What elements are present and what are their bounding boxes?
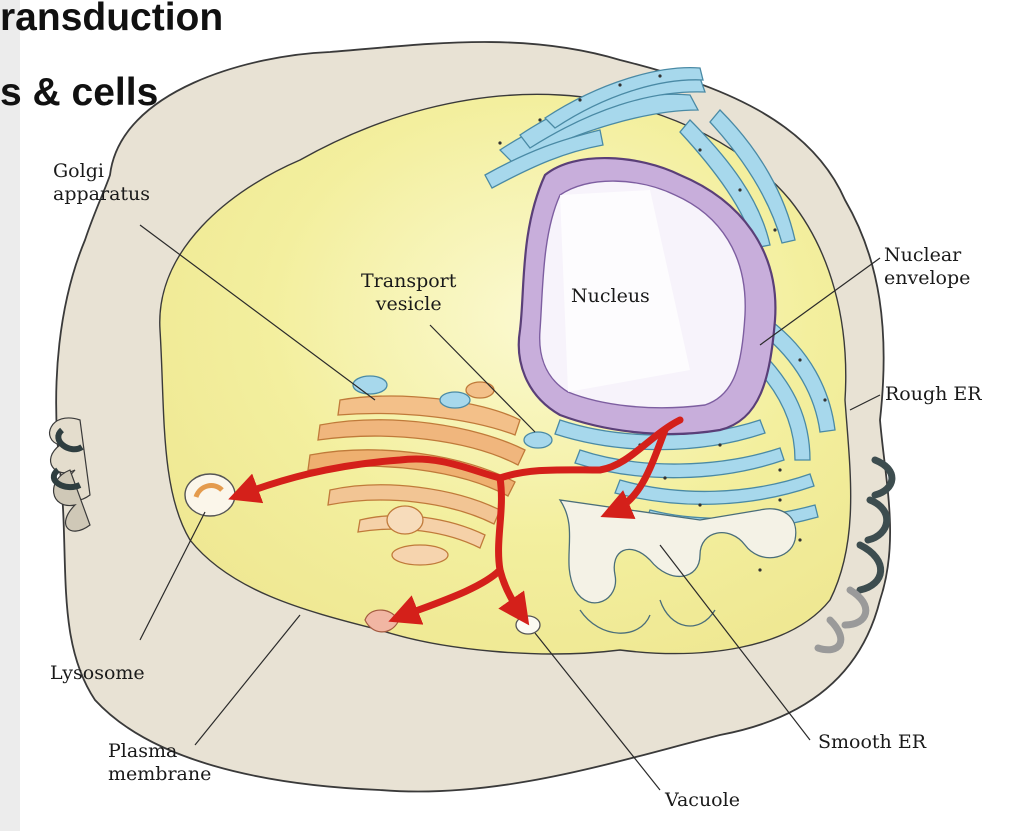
slide-margin [0, 0, 20, 831]
slide-title-line1: ransduction [0, 0, 223, 40]
label-golgi-apparatus: Golgi apparatus [53, 160, 150, 206]
label-transport-line1: Transport [361, 270, 456, 293]
slide-title-line2: s & cells [0, 71, 158, 115]
label-nuclear-envelope: Nuclear envelope [884, 244, 970, 290]
label-golgi-line1: Golgi [53, 160, 150, 183]
label-smooth-er: Smooth ER [818, 731, 926, 754]
label-plasma-membrane: Plasma membrane [108, 740, 211, 786]
lysosome [185, 474, 235, 516]
label-vacuole: Vacuole [665, 789, 740, 812]
label-nucleus: Nucleus [571, 285, 650, 308]
label-lysosome: Lysosome [50, 662, 145, 685]
label-nuclear-line1: Nuclear [884, 244, 970, 267]
label-nuclear-line2: envelope [884, 267, 970, 290]
label-rough-er: Rough ER [885, 383, 982, 406]
label-transport-line2: vesicle [361, 293, 456, 316]
label-transport-vesicle: Transport vesicle [361, 270, 456, 316]
label-golgi-line2: apparatus [53, 183, 150, 206]
vacuole [516, 616, 540, 634]
label-plasma-line2: membrane [108, 763, 211, 786]
label-plasma-line1: Plasma [108, 740, 211, 763]
